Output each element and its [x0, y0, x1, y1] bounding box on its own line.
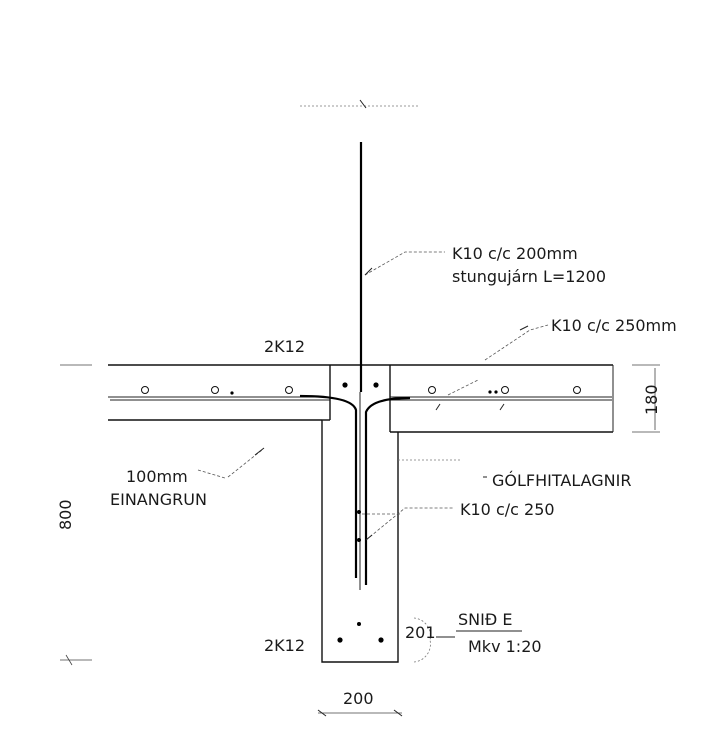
section-scale: Mkv 1:20 [468, 637, 542, 656]
wall-bar-leader [365, 507, 453, 541]
rebar-dot [488, 390, 492, 394]
wall-bar-label: K10 c/c 250 [460, 500, 555, 519]
footing-depth-label: 800 [56, 499, 75, 530]
dowel-label-line1: K10 c/c 200mm [452, 244, 578, 263]
bottom-bar-dot [337, 637, 343, 643]
bottom-bars-label: 2K12 [264, 636, 305, 655]
slab-thickness-label: 180 [642, 384, 661, 415]
slab-bar-leader-arrow [519, 325, 529, 331]
dowel-leader [364, 251, 445, 276]
top-tick-mark [359, 99, 367, 109]
insulation-label-line1: 100mm [126, 467, 188, 486]
wall-bar-leader-arrow [365, 534, 373, 541]
heating-pipe [141, 386, 149, 394]
bottom-bar-dot [357, 622, 361, 626]
section-marker-arc-2 [413, 639, 431, 663]
dowel-leader-arrow [364, 267, 373, 276]
wall-outline [321, 420, 399, 663]
wall-bar-dot [357, 538, 361, 542]
heating-pipe [211, 386, 219, 394]
wall-bar-left [299, 394, 358, 578]
heating-pipe [428, 386, 436, 394]
left-dim-arrow [65, 654, 73, 666]
insulation-leader-tail [197, 469, 226, 479]
insulation-label-line2: EINANGRUN [110, 490, 207, 509]
slab-bar-leader [484, 324, 549, 361]
section-title: SNIÐ E [458, 610, 512, 629]
slab-bar-leader-2 [447, 379, 479, 396]
section-number: 201 [405, 623, 436, 642]
insulation-leader-arrow [254, 447, 265, 456]
arrow-tick [499, 403, 505, 411]
wall-bar-right [364, 396, 411, 585]
wall-bar-dot [357, 510, 361, 514]
rebar-dot [494, 390, 498, 394]
top-bar-dot [373, 382, 379, 388]
heating-pipe [573, 386, 581, 394]
dowel-label-line2: stungujárn L=1200 [452, 267, 606, 286]
floor-heating-label: GÓLFHITALAGNIR [492, 471, 631, 490]
arrow-tick [435, 403, 441, 411]
slab-bar-label: K10 c/c 250mm [551, 316, 677, 335]
width-dim-tick-right [393, 709, 403, 717]
top-bar-dot [342, 382, 348, 388]
bottom-bar-dot [378, 637, 384, 643]
wall-width-label: 200 [343, 689, 374, 708]
heating-pipe [501, 386, 509, 394]
rebar-dot [230, 391, 234, 395]
heating-pipe [285, 386, 293, 394]
top-bars-label: 2K12 [264, 337, 305, 356]
width-dim-tick-left [317, 709, 327, 717]
